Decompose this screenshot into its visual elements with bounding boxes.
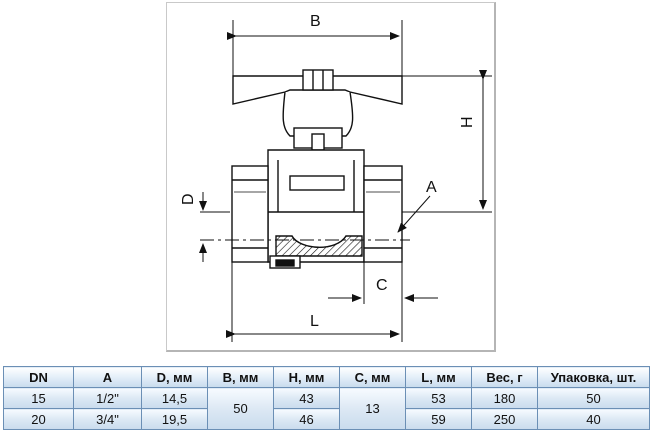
header-weight: Вес, г: [471, 366, 538, 388]
ball-valve-drawing: B H D A C L: [180, 13, 492, 342]
cell-d: 14,5: [141, 387, 208, 409]
right-hex-end: [363, 165, 403, 263]
spec-table: DN A D, мм B, мм H, мм C, мм L, мм Вес, …: [3, 366, 650, 430]
cell-dn: 15: [3, 387, 74, 409]
cell-a: 1/2": [73, 387, 142, 409]
header-pack: Упаковка, шт.: [537, 366, 650, 388]
cell-dn: 20: [3, 408, 74, 430]
header-dn: DN: [3, 366, 74, 388]
handle-nut: [302, 69, 334, 91]
cell-h: 46: [273, 408, 340, 430]
header-b: B, мм: [207, 366, 274, 388]
cell-pack: 40: [537, 408, 650, 430]
label-a: A: [426, 179, 437, 196]
leader-a: [397, 195, 431, 233]
table-row: 15 1/2" 14,5 50 43 13 53 180 50: [3, 387, 650, 430]
label-c: C: [376, 277, 388, 294]
cell-weight: 180: [471, 387, 538, 409]
label-b: B: [310, 13, 321, 30]
cell-pack: 50: [537, 387, 650, 409]
cell-d: 19,5: [141, 408, 208, 430]
stem: [311, 133, 325, 151]
table-header-row: DN A D, мм B, мм H, мм C, мм L, мм Вес, …: [3, 366, 650, 388]
header-c: C, мм: [339, 366, 406, 388]
label-d: D: [180, 193, 197, 205]
header-l: L, мм: [405, 366, 472, 388]
header-h: H, мм: [273, 366, 340, 388]
cell-weight: 250: [471, 408, 538, 430]
label-l: L: [310, 313, 319, 330]
cell-l: 59: [405, 408, 472, 430]
cell-c: 13: [339, 387, 406, 430]
label-h: H: [459, 116, 476, 128]
cell-b: 50: [207, 387, 274, 430]
table-row: 20 3/4" 19,5 46 59 250 40: [3, 408, 650, 430]
cell-h: 43: [273, 387, 340, 409]
left-hex-end: [231, 165, 269, 263]
cell-l: 53: [405, 387, 472, 409]
header-d: D, мм: [141, 366, 208, 388]
header-a: A: [73, 366, 142, 388]
cell-a: 3/4": [73, 408, 142, 430]
